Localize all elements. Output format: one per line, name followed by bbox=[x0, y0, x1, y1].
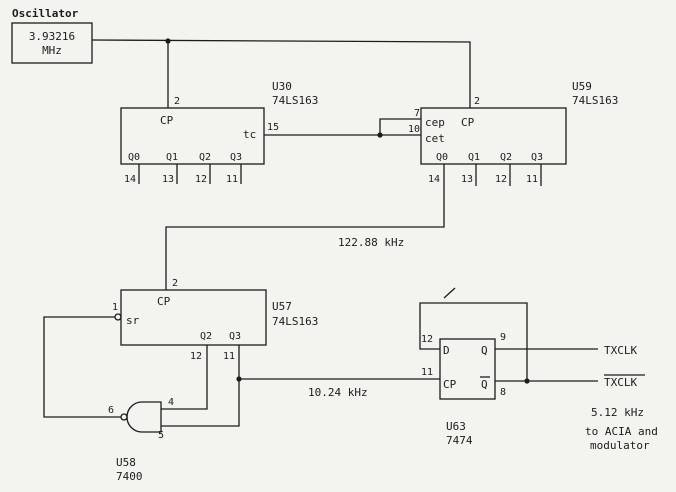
u59-q1-pin: 13 bbox=[461, 174, 473, 185]
destination-note-line2: modulator bbox=[590, 439, 650, 452]
u30-body bbox=[120, 107, 265, 165]
oscillator-unit: MHz bbox=[42, 44, 62, 57]
u30-q0-pin: 14 bbox=[124, 174, 136, 185]
u30-q2-pin: 12 bbox=[195, 174, 207, 185]
freq-122-88khz-label: 122.88 kHz bbox=[338, 236, 404, 249]
u30-q3-pin: 11 bbox=[226, 174, 238, 185]
sr-inversion-bubble bbox=[114, 313, 122, 321]
freq-10-24khz-label: 10.24 kHz bbox=[308, 386, 368, 399]
u59-q3-pin: 11 bbox=[526, 174, 538, 185]
u58-name: U58 bbox=[116, 456, 136, 469]
stray-mark bbox=[443, 287, 456, 299]
u59-cep-pin: 7 bbox=[414, 108, 420, 119]
u59-cep-label: cep bbox=[425, 116, 445, 129]
u59-q0-pin: 14 bbox=[428, 174, 440, 185]
u30-tc-pin: 15 bbox=[267, 122, 279, 133]
u63-part: 7474 bbox=[446, 434, 473, 447]
u30-q1-label: Q1 bbox=[166, 152, 178, 163]
u30-tc-label: tc bbox=[243, 128, 256, 141]
u58-in2-pin: 5 bbox=[158, 430, 164, 441]
u63-d-label: D bbox=[443, 344, 450, 357]
qbar-junction-dot bbox=[524, 378, 530, 384]
net-q2-to-gate bbox=[161, 345, 208, 410]
output-frequency-note: 5.12 kHz bbox=[591, 406, 644, 419]
q3-junction-dot bbox=[236, 376, 242, 382]
net-txclk-bar bbox=[419, 287, 598, 384]
u59-cet-label: cet bbox=[425, 132, 445, 145]
u63-body bbox=[439, 338, 496, 400]
txclk-bar-label: TXCLK bbox=[604, 376, 637, 389]
u59-cp-label: CP bbox=[461, 116, 475, 129]
clock-junction-dot bbox=[165, 38, 171, 44]
u30-cp-label: CP bbox=[160, 114, 174, 127]
destination-note-line1: to ACIA and bbox=[585, 425, 658, 438]
u57-cp-pin: 2 bbox=[172, 278, 178, 289]
u57-q3-pin: 11 bbox=[223, 351, 235, 362]
u57-cp-label: CP bbox=[157, 295, 171, 308]
u63-cp-label: CP bbox=[443, 378, 457, 391]
u59-cp-pin: 2 bbox=[474, 96, 480, 107]
u57-sr-pin: 1 bbox=[112, 302, 118, 313]
net-122-88khz: 122.88 kHz bbox=[165, 164, 445, 290]
u30-counter: 2 CP tc 15 U30 74LS163 Q0 Q1 Q2 Q3 14 13… bbox=[120, 80, 318, 185]
u63-name: U63 bbox=[446, 420, 466, 433]
u57-counter: 2 CP sr 1 Q2 Q3 U57 74LS163 12 11 bbox=[112, 278, 318, 362]
u30-q3-label: Q3 bbox=[230, 152, 242, 163]
oscillator: Oscillator 3.93216 MHz bbox=[11, 7, 93, 64]
u57-name: U57 bbox=[272, 300, 292, 313]
u57-q2-pin: 12 bbox=[190, 351, 202, 362]
carry-net bbox=[264, 118, 421, 138]
u63-q-label: Q bbox=[481, 344, 488, 357]
oscillator-frequency: 3.93216 bbox=[29, 30, 75, 43]
nand-output-bubble bbox=[120, 413, 128, 421]
u63-flip-flop: D CP Q Q 12 11 9 8 U63 7474 bbox=[421, 332, 506, 447]
u58-nand-gate: 4 5 6 U58 7400 bbox=[108, 397, 174, 483]
net-reset-feedback bbox=[43, 316, 121, 418]
u30-cp-pin: 2 bbox=[174, 96, 180, 107]
u63-qbar-label: Q bbox=[481, 378, 488, 391]
u59-q3-label: Q3 bbox=[531, 152, 543, 163]
u30-name: U30 bbox=[272, 80, 292, 93]
u63-cp-pin: 11 bbox=[421, 367, 433, 378]
u57-sr-label: sr bbox=[126, 314, 140, 327]
u58-out-pin: 6 bbox=[108, 405, 114, 416]
u59-q2-pin: 12 bbox=[495, 174, 507, 185]
u30-q0-label: Q0 bbox=[128, 152, 140, 163]
oscillator-clock-net bbox=[91, 38, 471, 108]
u59-cet-pin: 10 bbox=[408, 124, 420, 135]
u30-q1-pin: 13 bbox=[162, 174, 174, 185]
u59-counter: 2 CP cep cet 7 10 U59 74LS163 Q0 Q1 Q2 Q… bbox=[408, 80, 618, 186]
u63-q-pin: 9 bbox=[500, 332, 506, 343]
u57-body bbox=[120, 289, 267, 346]
u63-qbar-pin: 8 bbox=[500, 387, 506, 398]
u30-part: 74LS163 bbox=[272, 94, 318, 107]
u58-in1-pin: 4 bbox=[168, 397, 174, 408]
nand-gate-body bbox=[126, 401, 162, 433]
txclk-label: TXCLK bbox=[604, 344, 637, 357]
u59-name: U59 bbox=[572, 80, 592, 93]
carry-junction-dot bbox=[377, 132, 383, 138]
u57-part: 74LS163 bbox=[272, 315, 318, 328]
u30-q2-label: Q2 bbox=[199, 152, 211, 163]
u59-q1-label: Q1 bbox=[468, 152, 480, 163]
u58-part: 7400 bbox=[116, 470, 143, 483]
u57-q3-label: Q3 bbox=[229, 331, 241, 342]
oscillator-box bbox=[11, 22, 93, 64]
u59-part: 74LS163 bbox=[572, 94, 618, 107]
u59-q2-label: Q2 bbox=[500, 152, 512, 163]
u59-q0-label: Q0 bbox=[436, 152, 448, 163]
net-10-24khz: 10.24 kHz bbox=[161, 345, 440, 427]
oscillator-title: Oscillator bbox=[12, 7, 79, 20]
u59-body bbox=[420, 107, 567, 165]
u63-d-pin: 12 bbox=[421, 334, 433, 345]
u57-q2-label: Q2 bbox=[200, 331, 212, 342]
